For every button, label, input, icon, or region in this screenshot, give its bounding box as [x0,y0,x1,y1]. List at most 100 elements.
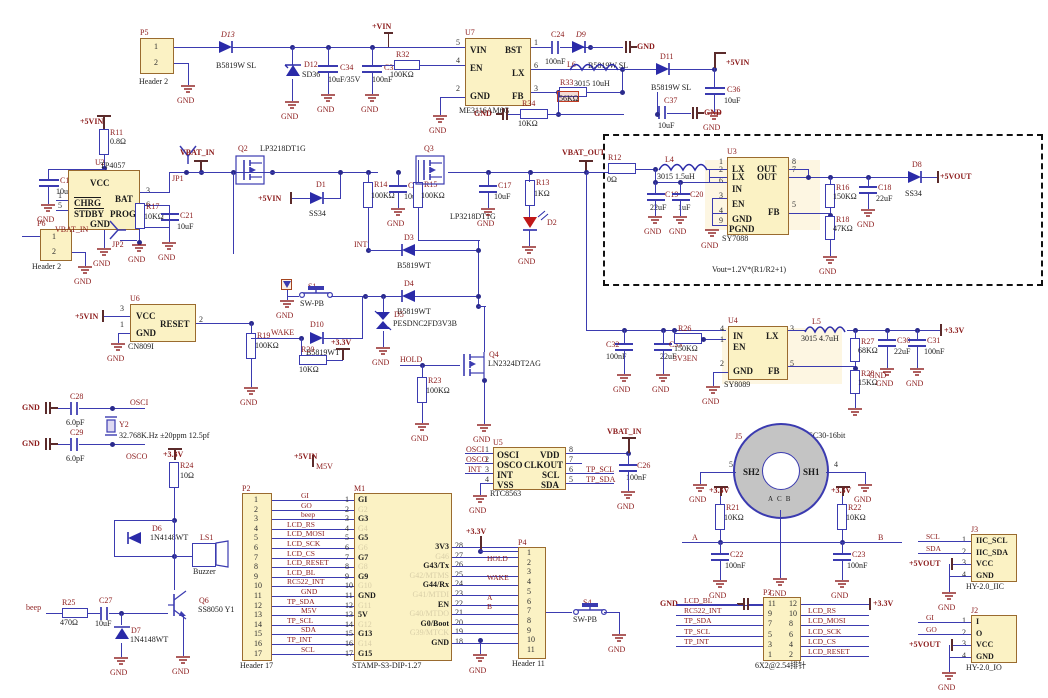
p3-left-net: TP_INT [684,636,709,646]
checkbox-s1[interactable] [281,279,292,290]
transistor-q6 [168,590,198,622]
m1-part: STAMP-S3-DIP-1.27 [352,661,422,670]
ic-u3[interactable] [727,157,789,235]
p3-right-pinno: 10 [789,609,797,619]
cap-c23 [833,553,851,561]
ic-u2[interactable] [68,170,140,230]
u6-pin-gnd: GND [136,328,156,338]
p2-dest-pinno: 1 [345,495,349,504]
c17-refdes: C17 [498,181,512,190]
p3-value: 6X2@2.54排针 [755,661,807,670]
cap-c34 [318,65,338,73]
r11-refdes: R11 [110,128,124,137]
connector-j3[interactable] [971,534,1017,582]
r23-refdes: R23 [428,376,442,385]
u5-pinno-6: 6 [569,465,573,474]
d3-refdes: D3 [404,233,414,242]
res-r22 [837,504,847,530]
d12-value: SD36 [302,70,321,79]
c18-value: 22uF [876,194,893,203]
u3-pinno-6: 6 [719,176,723,185]
gnd-label: GND [906,379,924,388]
ic-u6[interactable] [130,304,196,342]
r27-refdes: R27 [861,337,875,346]
gnd-label: GND [361,105,379,114]
u3-pin-lx1: LX [732,164,745,174]
r28-refdes: R28 [861,369,875,378]
conn-pin-VCC: VCC [976,559,994,568]
j5-pin-sh2: SH2 [743,467,760,477]
connector-p2[interactable] [242,493,272,661]
m1-pin-G42/MTMS: G42/MTMS [409,570,449,580]
s4-refdes: S4 [583,598,592,607]
p3-left-net: LCD_BL [684,596,713,605]
jp2-refdes: JP2 [112,240,124,249]
l4-value: 3015 1.5uH [657,172,695,181]
gnd-label: GND [819,267,837,276]
u4-part: SY8089 [724,380,751,389]
p2-dest-pinno: 13 [345,610,353,620]
diode-d3 [401,243,422,257]
cap-c15 [39,179,59,187]
q6-value: SS8050 Y1 [198,605,235,614]
net-m5v: M5V [316,462,333,471]
gnd-label: GND [276,311,294,320]
p2-refdes: P2 [242,484,251,493]
d4-value: B5819WT [397,307,431,316]
m1-pinno: 19 [455,627,463,637]
p3-left-pinno: 5 [768,629,772,639]
res-r20 [299,355,327,365]
p2-net-label: SDA [301,625,317,635]
q6-refdes: Q6 [199,596,209,605]
d8-value: SS34 [905,189,922,198]
connector-p3[interactable] [763,597,801,661]
u5-pin-clkout: CLKOUT [524,460,564,470]
m1-pin-G4: G4 [358,523,368,533]
net-tp-sda-u5: TP_SDA [586,475,616,484]
d6-refdes: D6 [152,524,162,533]
m1-pinno: 24 [455,579,463,589]
p5-value: Header 2 [139,77,169,86]
res-r26 [674,333,702,344]
d12-refdes: D12 [304,60,318,69]
cap-c32 [615,343,633,351]
connector-p6[interactable] [40,229,72,261]
net-hold-label: HOLD [400,355,423,364]
r33-refdes: R33 [560,78,574,87]
p2-pinno: 1 [254,495,258,504]
ic-u7[interactable] [465,38,531,106]
crystal-y2 [104,415,118,437]
res-r19 [246,333,256,359]
s1-value: SW-PB [300,299,325,308]
net-3v3-p4: +3.3V [466,527,487,536]
conn-pin-VCC: VCC [976,640,994,649]
conn-pin-IIC_SDA: IIC_SDA [976,547,1009,557]
net-3v3-r20: +3.3V [331,338,352,347]
connector-j2[interactable] [971,615,1017,663]
r19-value: 100KΩ [255,341,279,350]
ic-u5[interactable] [493,447,566,490]
gnd-label: GND [518,257,536,266]
p4-net-label: B [487,602,493,612]
d7-refdes: D7 [131,626,141,635]
diode-d12 [284,63,301,79]
q3-refdes: Q3 [424,144,434,153]
p2-pinno: 6 [254,543,258,552]
conn-power-net: +5VOUT [909,559,941,568]
conn-pinno: 1 [962,535,966,544]
net-vbat-in-p6: VBAT_IN [55,225,89,234]
gnd-label: GND [110,668,128,677]
connector-p4[interactable] [518,547,546,659]
cap-c33 [654,343,672,351]
gnd-label: GND [172,667,190,676]
cap-c31 [908,339,926,347]
u5-part: RTC8563 [490,489,522,498]
ic-u4[interactable] [728,326,788,380]
module-m1[interactable] [354,493,452,661]
u7-pin-en: EN [470,63,483,73]
m1-pin-GND: GND [431,638,449,647]
d10-refdes: D10 [310,320,324,329]
connector-p5[interactable] [140,38,174,74]
p6-value: Header 2 [32,262,62,271]
u7-pin-vin: VIN [470,45,487,55]
